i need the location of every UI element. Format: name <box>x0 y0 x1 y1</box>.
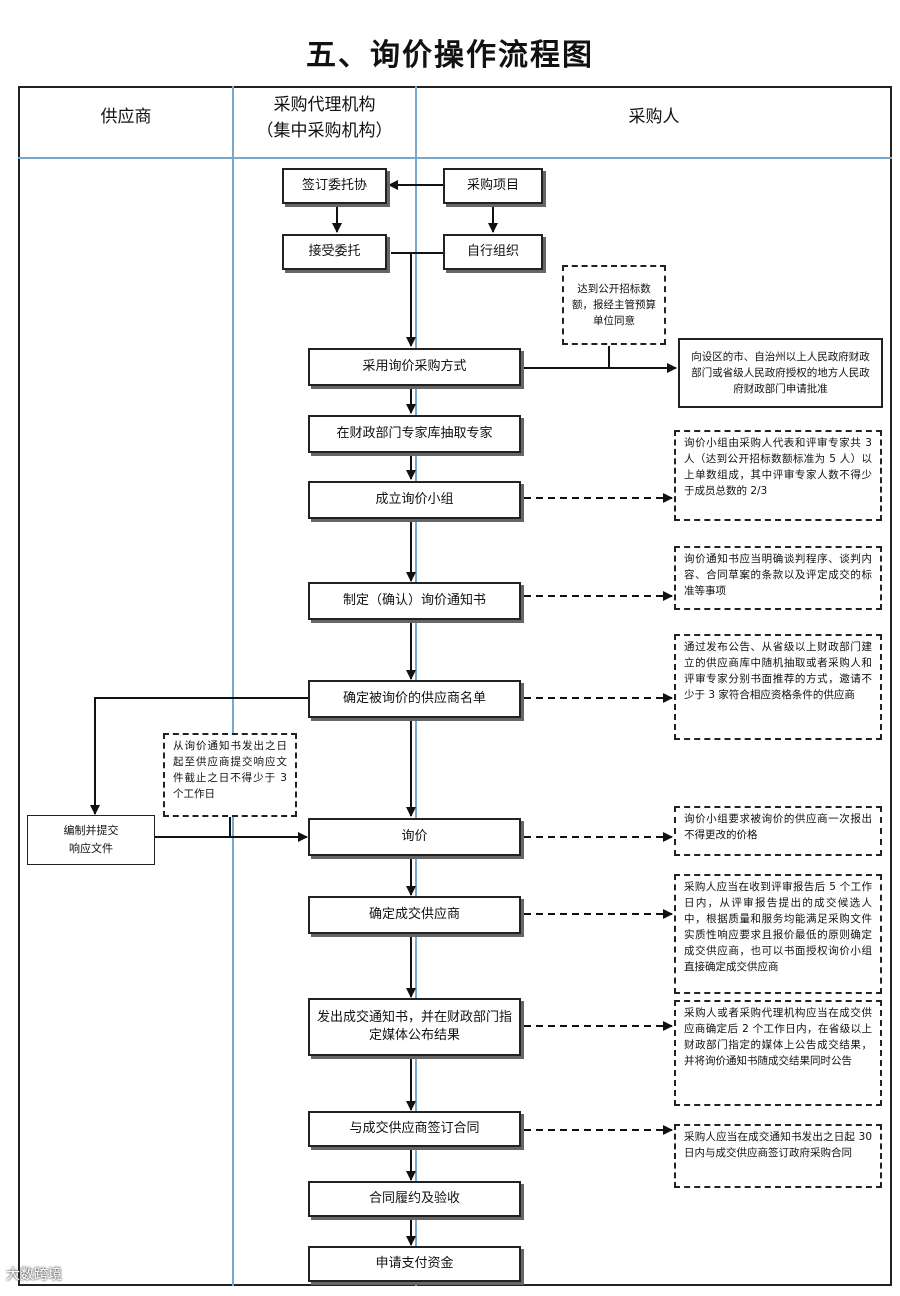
box-prepare-response: 编制并提交 响应文件 <box>27 815 155 865</box>
lane-header-agency: 采购代理机构 （集中采购机构） <box>234 92 415 144</box>
lane-header-purchaser: 采购人 <box>628 107 680 127</box>
lane-divider-left <box>232 86 234 1286</box>
box-accept-entrust: 接受委托 <box>282 234 387 270</box>
lane-header-agency-line2: （集中采购机构） <box>256 121 393 141</box>
box-draft-notice: 制定（确认）询价通知书 <box>308 582 521 620</box>
box-adopt-inquiry: 采用询价采购方式 <box>308 348 521 386</box>
box-apply-payment: 申请支付资金 <box>308 1246 521 1282</box>
note-publish-rule: 采购人或者采购代理机构应当在成交供应商确定后 2 个工作日内，在省级以上财政部门… <box>674 1000 882 1106</box>
note-notice-content: 询价通知书应当明确谈判程序、谈判内容、合同草案的条款以及评定成交的标准等事项 <box>674 546 882 610</box>
note-contract-rule: 采购人应当在成交通知书发出之日起 30 日内与成交供应商签订政府采购合同 <box>674 1124 882 1188</box>
note-threshold: 达到公开招标数额，报经主管预算单位同意 <box>562 265 666 345</box>
box-form-group: 成立询价小组 <box>308 481 521 519</box>
note-one-quote: 询价小组要求被询价的供应商一次报出不得更改的价格 <box>674 806 882 856</box>
box-draw-experts: 在财政部门专家库抽取专家 <box>308 415 521 453</box>
box-determine-winner: 确定成交供应商 <box>308 896 521 934</box>
note-group-composition: 询价小组由采购人代表和评审专家共 3 人（达到公开招标数额标准为 5 人）以上单… <box>674 430 882 521</box>
arrow-determine-to-supplier <box>90 697 308 815</box>
box-self-organize: 自行组织 <box>443 234 543 270</box>
box-purchase-project: 采购项目 <box>443 168 543 204</box>
page-title: 五、询价操作流程图 <box>306 38 594 73</box>
note-winner-rule: 采购人应当在收到评审报告后 5 个工作日内，从评审报告提出的成交候选人中，根据质… <box>674 874 882 994</box>
lane-header-divider <box>18 157 892 159</box>
lane-header-agency-line1: 采购代理机构 <box>273 95 376 115</box>
note-approval: 向设区的市、自治州以上人民政府财政部门或省级人民政府授权的地方人民政府财政部门申… <box>678 338 883 408</box>
box-issue-notice: 发出成交通知书，并在财政部门指定媒体公布结果 <box>308 998 521 1056</box>
lane-header-supplier: 供应商 <box>100 107 152 127</box>
box-perform-contract: 合同履约及验收 <box>308 1181 521 1217</box>
box-inquiry: 询价 <box>308 818 521 856</box>
box-determine-suppliers: 确定被询价的供应商名单 <box>308 680 521 718</box>
watermark-logo: 大数跨境 <box>6 1267 62 1283</box>
note-supplier-selection: 通过发布公告、从省级以上财政部门建立的供应商库中随机抽取或者采购人和评审专家分别… <box>674 634 882 740</box>
swimlane-frame <box>18 86 892 1286</box>
box-sign-agreement: 签订委托协 <box>282 168 387 204</box>
note-response-period: 从询价通知书发出之日起至供应商提交响应文件截止之日不得少于 3 个工作日 <box>163 733 297 817</box>
box-sign-contract: 与成交供应商签订合同 <box>308 1111 521 1147</box>
